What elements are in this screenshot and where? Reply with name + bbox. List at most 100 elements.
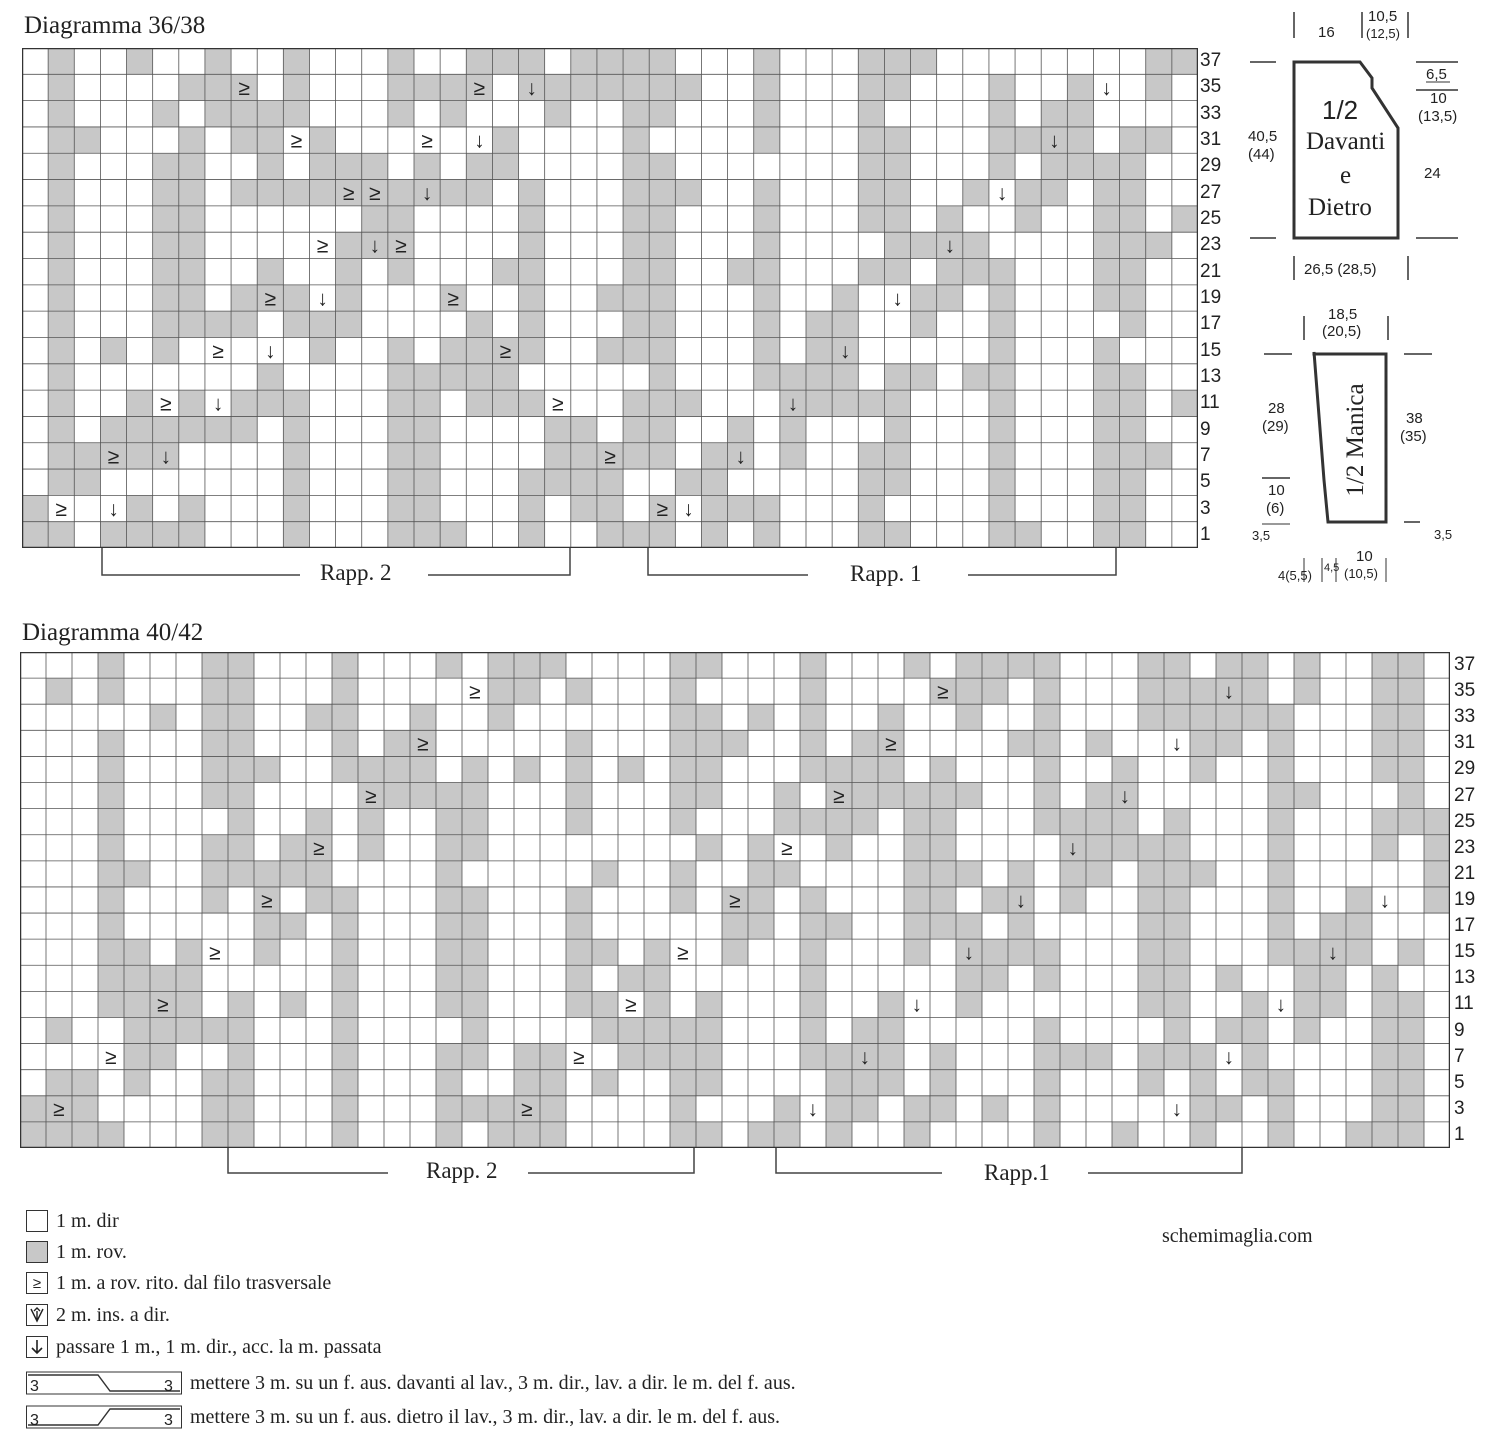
sleeve-right-bottom-measure: 3,5 (1434, 527, 1453, 542)
sleeve-left-low-measure-b: (6) (1266, 500, 1285, 517)
row-number: 33 (1454, 706, 1476, 728)
increase-symbol: ≥ (105, 1046, 116, 1069)
diagram2-repeat-2-label: Rapp. 2 (426, 1158, 498, 1183)
sleeve-bottom-measure-a: 4(5,5) (1278, 568, 1312, 583)
legend-increase-text: 1 m. a rov. rito. dal filo trasversale (56, 1271, 332, 1294)
increase-symbol: ≥ (343, 182, 355, 205)
body-bottom-measure: 26,5 (28,5) (1304, 261, 1377, 278)
increase-symbol: ≥ (937, 680, 948, 703)
diagram1-chart-grid: ≥≥≥≥≥≥≥≥≥↓↓↓↓↓↓↓↓↓≥≥≥≥≥≥≥≥≥↓↓↓↓↓↓↓↓↓ (22, 48, 1198, 548)
decrease-symbol: ↓ (1276, 994, 1286, 1017)
body-left-side-measure-a: 40,5 (1248, 128, 1278, 145)
increase-symbol: ≥ (313, 837, 324, 860)
sleeve-left-low-measure-a: 10 (1268, 482, 1285, 499)
decrease-symbol: ↓ (944, 235, 955, 258)
body-title-c: e (1340, 162, 1352, 189)
decrease-symbol: ↓ (422, 182, 433, 205)
decrease-symbol: ↓ (160, 445, 171, 468)
legend-purl-text: 1 m. rov. (56, 1240, 127, 1263)
row-number: 37 (1454, 654, 1476, 676)
sleeve-schematic (1262, 316, 1432, 582)
decrease-symbol: ↓ (1049, 129, 1060, 152)
row-number: 9 (1454, 1019, 1465, 1041)
row-number: 31 (1454, 732, 1476, 754)
decrease-symbol: ↓ (788, 393, 799, 416)
sleeve-bottom-measure-b: 4,5 (1324, 562, 1340, 574)
legend-k2tog: 2 m. ins. a dir. (26, 1302, 170, 1328)
row-number: 3 (1454, 1097, 1465, 1119)
decrease-symbol: ↓ (1101, 77, 1112, 100)
row-number: 23 (1200, 234, 1222, 256)
increase-symbol: ≥ (157, 994, 168, 1017)
legend-knit-text: 1 m. dir (56, 1209, 119, 1232)
svg-text:3: 3 (164, 1412, 173, 1429)
decrease-symbol: ↓ (265, 340, 276, 363)
decrease-symbol: ↓ (1328, 942, 1338, 965)
sleeve-bottom-measure-d: (10,5) (1344, 566, 1378, 581)
legend-k2tog-text: 2 m. ins. a dir. (56, 1303, 170, 1326)
row-number: 37 (1200, 50, 1222, 72)
legend-purl: 1 m. rov. (26, 1239, 127, 1265)
row-number: 7 (1200, 444, 1211, 466)
decrease-symbol: ↓ (1016, 889, 1026, 912)
legend-cable-back-text: mettere 3 m. su un f. aus. dietro il lav… (190, 1405, 781, 1428)
increase-symbol: ≥ (552, 393, 564, 416)
decrease-symbol: ↓ (474, 129, 485, 152)
increase-symbol: ≥ (369, 182, 381, 205)
row-number: 21 (1200, 260, 1222, 282)
decrease-symbol: ↓ (840, 340, 851, 363)
body-title-a: 1/2 (1322, 95, 1359, 125)
increase-symbol: ≥ (474, 77, 486, 100)
body-top-right-measure-b: (12,5) (1366, 26, 1400, 41)
legend-knit: 1 m. dir (26, 1208, 119, 1234)
increase-symbol: ≥ (238, 77, 250, 100)
legend-cable-front: 3 3 mettere 3 m. su un f. aus. davanti a… (26, 1370, 796, 1396)
row-number: 13 (1454, 967, 1476, 989)
increase-symbol: ≥ (781, 837, 792, 860)
legend-skp: passare 1 m., 1 m. dir., acc. la m. pass… (26, 1334, 381, 1360)
increase-symbol: ≥ (421, 129, 433, 152)
decrease-symbol: ↓ (964, 942, 974, 965)
increase-symbol: ≥ (469, 680, 480, 703)
diagram1-repeat-brackets (101, 548, 1117, 576)
increase-symbol: ≥ (291, 129, 303, 152)
decrease-symbol: ↓ (526, 77, 537, 100)
decrease-symbol: ↓ (1068, 837, 1078, 860)
body-schematic (1250, 12, 1458, 280)
increase-symbol: ≥ (365, 785, 376, 808)
body-right-top-measure: 6,5 (1426, 66, 1447, 83)
body-title-b: Davanti (1306, 128, 1386, 155)
row-number: 11 (1454, 993, 1474, 1015)
decrease-symbol: ↓ (1172, 1098, 1182, 1121)
row-number: 23 (1454, 836, 1476, 858)
sleeve-bottom-measure-c: 10 (1356, 548, 1373, 565)
increase-symbol: ≥ (53, 1098, 64, 1121)
row-number: 17 (1454, 915, 1476, 937)
body-title-d: Dietro (1308, 194, 1372, 221)
row-number: 17 (1200, 313, 1222, 335)
row-number: 31 (1200, 129, 1222, 151)
row-number: 19 (1454, 889, 1476, 910)
knit-stitch-icon (26, 1210, 48, 1232)
decrease-symbol: ↓ (213, 393, 224, 416)
increase-symbol: ≥ (656, 498, 668, 521)
decrease-symbol: ↓ (108, 498, 119, 521)
diagram2-repeat-brackets (227, 1148, 1243, 1174)
decrease-symbol: ↓ (1120, 785, 1130, 808)
body-outline (1292, 60, 1400, 240)
increase-symbol: ≥ (677, 942, 688, 965)
increase-symbol: ≥ (573, 1046, 584, 1069)
increase-symbol: ≥ (212, 340, 224, 363)
body-left-side-measure-b: (44) (1248, 146, 1275, 163)
row-number: 1 (1200, 523, 1211, 545)
diagram1-title: Diagramma 36/38 (24, 12, 206, 39)
increase-symbol: ≥ (500, 340, 512, 363)
decrease-symbol: ↓ (370, 235, 381, 258)
increase-symbol: ≥ (317, 235, 329, 258)
row-number: 13 (1200, 365, 1222, 387)
cable-back-icon: 3 3 (26, 1405, 182, 1429)
increase-symbol: ≥ (521, 1098, 532, 1121)
row-number: 29 (1200, 155, 1222, 177)
svg-text:3: 3 (30, 1378, 39, 1395)
svg-text:3: 3 (164, 1378, 173, 1395)
